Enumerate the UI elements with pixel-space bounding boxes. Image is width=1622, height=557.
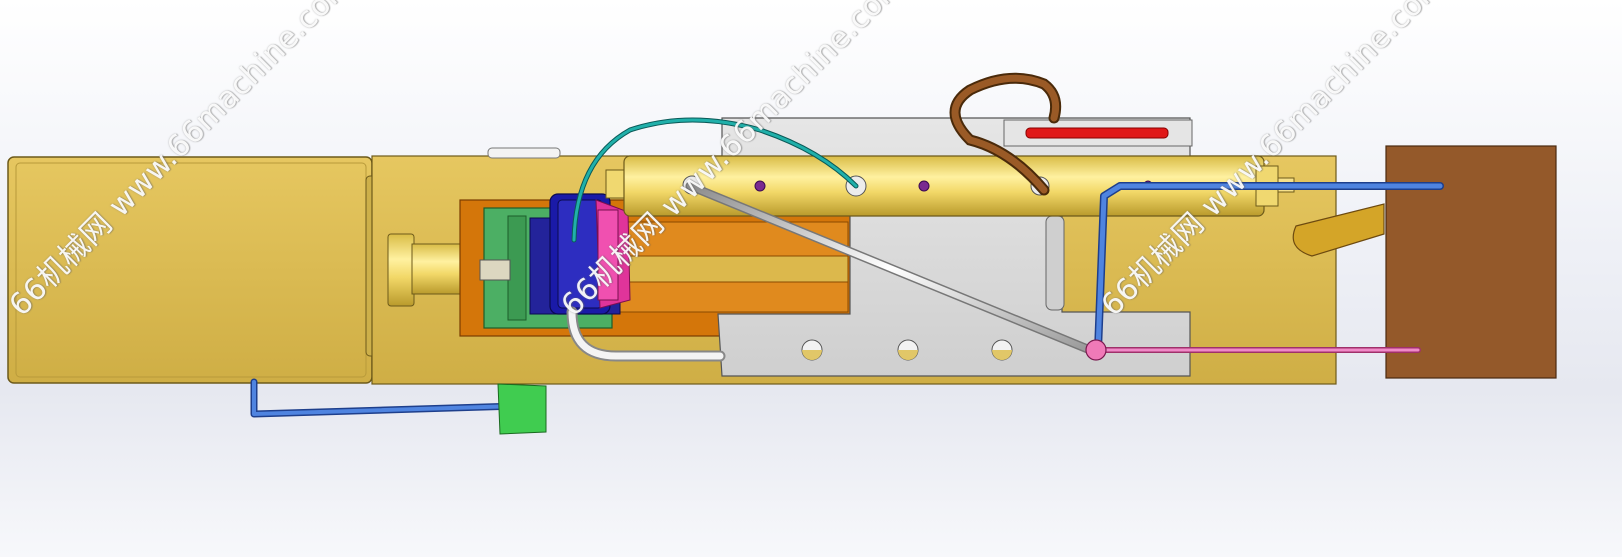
silver-pipe bbox=[566, 306, 726, 362]
motor-housing bbox=[7, 156, 389, 384]
teal-wire bbox=[571, 117, 859, 243]
lever-arm bbox=[1292, 203, 1385, 257]
wooden-end-block bbox=[1385, 145, 1557, 379]
pink-rod bbox=[1085, 339, 1421, 361]
green-tab bbox=[497, 383, 547, 435]
silver-diagonal-rod bbox=[685, 181, 1095, 355]
red-indicator-part bbox=[1003, 119, 1193, 147]
blue-tube bbox=[250, 182, 1444, 418]
brown-wire bbox=[949, 72, 1062, 196]
